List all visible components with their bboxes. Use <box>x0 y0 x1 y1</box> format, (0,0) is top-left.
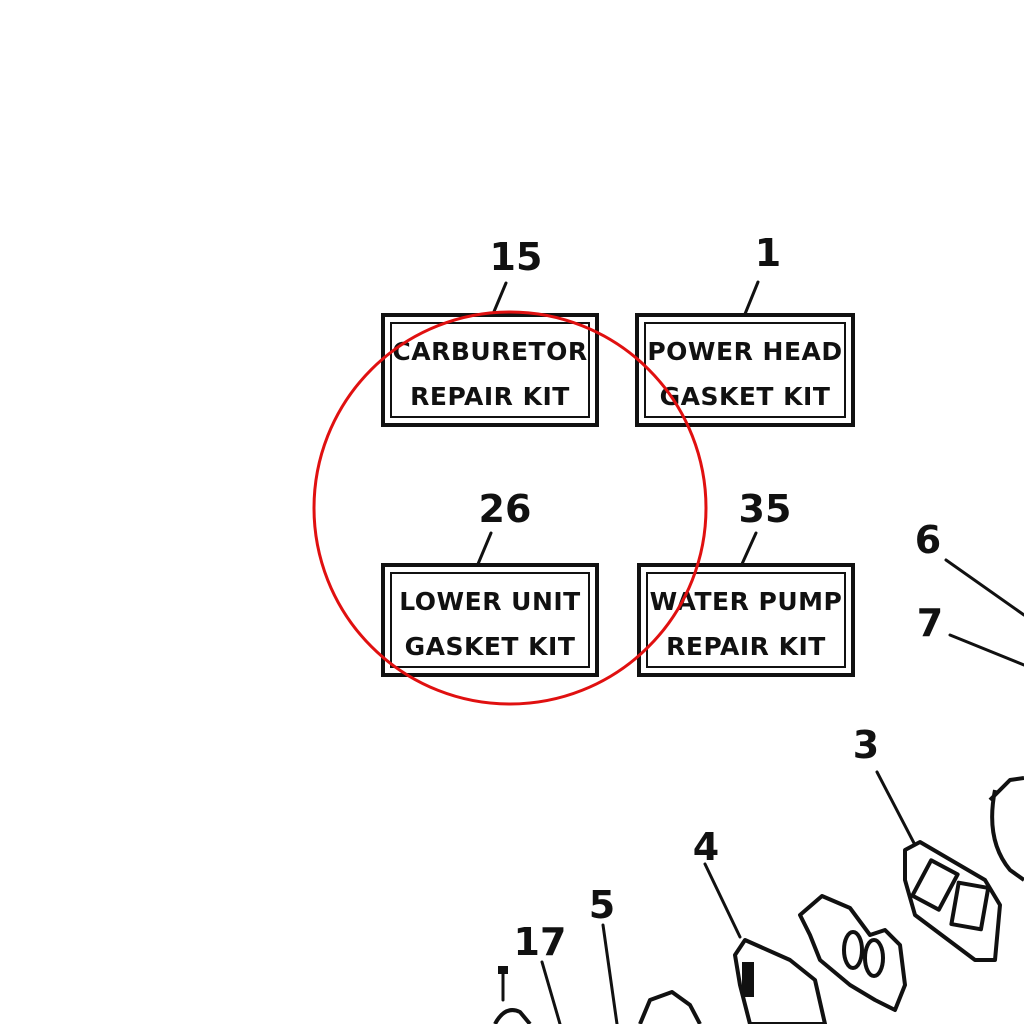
kit-label-line2: GASKET KIT <box>405 632 576 661</box>
kit-label-line2: GASKET KIT <box>660 382 831 411</box>
kit-label-line1: CARBURETOR <box>392 337 587 366</box>
kit-label-line1: WATER PUMP <box>650 587 843 616</box>
leader-line <box>944 558 1024 617</box>
kit-label-line2: REPAIR KIT <box>666 632 826 661</box>
gasket-part-flange <box>798 894 907 1012</box>
kit-box-carburetor: CARBURETOR REPAIR KIT <box>381 313 599 427</box>
kit-label-line1: POWER HEAD <box>647 337 842 366</box>
leader-line <box>743 280 760 316</box>
leader-line <box>703 862 742 939</box>
leader-line <box>875 770 917 847</box>
housing-part <box>638 776 1024 1024</box>
plate-part-4 <box>733 938 827 1024</box>
leader-line <box>948 633 1024 667</box>
callout-number: 35 <box>739 487 792 531</box>
kit-label-line2: REPAIR KIT <box>410 382 570 411</box>
gasket-part-3 <box>903 840 1002 962</box>
callout-number: 1 <box>755 231 781 275</box>
screw-part-17 <box>493 966 532 1024</box>
callout-number: 4 <box>693 825 719 869</box>
callout-number: 5 <box>589 883 615 927</box>
kit-box-power-head: POWER HEAD GASKET KIT <box>635 313 855 427</box>
leader-line <box>476 531 493 566</box>
kit-label-line1: LOWER UNIT <box>399 587 580 616</box>
leader-line <box>601 923 619 1024</box>
highlight-circle <box>312 310 708 706</box>
callout-number: 6 <box>915 518 941 562</box>
callout-number: 26 <box>479 487 532 531</box>
callout-number: 15 <box>490 235 543 279</box>
callout-number: 17 <box>514 920 567 964</box>
callout-number: 3 <box>853 723 879 767</box>
leader-line <box>540 960 562 1024</box>
leader-line <box>740 531 758 566</box>
kit-box-lower-unit: LOWER UNIT GASKET KIT <box>381 563 599 677</box>
leader-line <box>491 281 508 316</box>
callout-number: 7 <box>917 601 943 645</box>
